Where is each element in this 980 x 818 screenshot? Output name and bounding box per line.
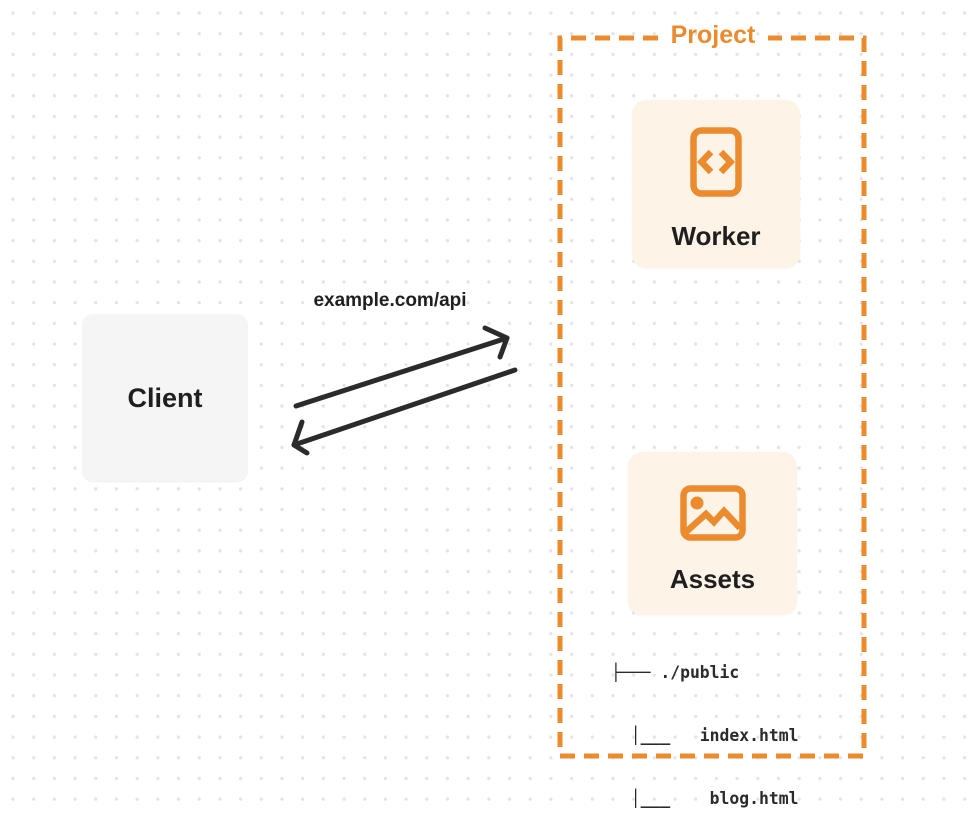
- request-arrow: [293, 325, 510, 409]
- client-label: Client: [127, 382, 203, 413]
- assets-card: Assets: [628, 452, 797, 615]
- request-url-label: example.com/api: [313, 290, 467, 311]
- worker-card: Worker: [632, 100, 800, 268]
- assets-label: Assets: [669, 564, 756, 594]
- project-label: Project: [670, 21, 756, 49]
- client-node: Client: [83, 315, 247, 481]
- file-tree-line-blog: │___ blog.html: [611, 789, 799, 808]
- file-tree-line-index: │___ index.html: [611, 726, 799, 745]
- worker-label: Worker: [671, 221, 761, 251]
- picture-icon: [679, 485, 746, 541]
- file-tree: ├─── ./public │___ index.html │___ blog.…: [611, 620, 799, 818]
- response-arrow: [291, 367, 518, 456]
- code-file-icon: [690, 127, 742, 197]
- file-tree-line-public: ├─── ./public: [611, 663, 740, 682]
